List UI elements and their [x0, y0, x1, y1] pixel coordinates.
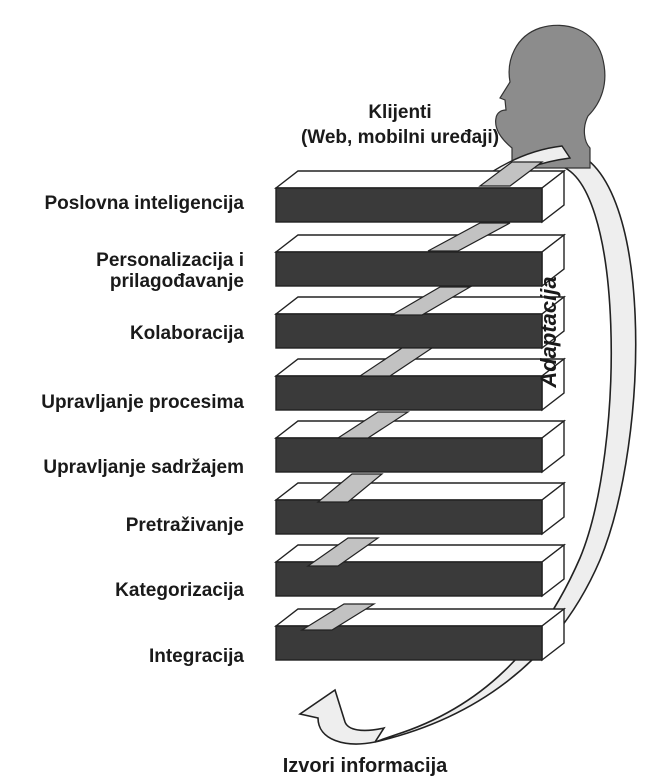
layer-slab-front	[276, 562, 542, 596]
layer-slab	[276, 235, 564, 286]
clients-title-line2: (Web, mobilni uređaji)	[250, 125, 550, 150]
adaptation-label: Adaptacija	[535, 232, 563, 432]
layer-label-personalization-line1: Personalizacija i	[0, 250, 244, 271]
layer-label-personalization-line2: prilagođavanje	[0, 271, 244, 292]
layer-slab-top	[276, 359, 564, 376]
layer-slab-front	[276, 376, 542, 410]
sources-label: Izvori informacija	[230, 754, 500, 778]
layer-slab	[276, 359, 564, 410]
layer-slab-top	[276, 235, 564, 252]
layer-slab-top	[276, 483, 564, 500]
clients-title: Klijenti (Web, mobilni uređaji)	[250, 100, 550, 150]
layer-slab	[276, 421, 564, 472]
return-arrow	[300, 690, 384, 744]
layer-label-collaboration: Kolaboracija	[0, 323, 244, 345]
layer-slab	[276, 545, 564, 596]
layer-slab-top	[276, 421, 564, 438]
layer-slab-front	[276, 188, 542, 222]
layer-label-business-intelligence: Poslovna inteligencija	[0, 193, 244, 215]
layer-label-search: Pretraživanje	[0, 515, 244, 537]
layer-slab	[276, 609, 564, 660]
layer-slab-front	[276, 626, 542, 660]
layer-slab-front	[276, 314, 542, 348]
layer-label-integration: Integracija	[0, 646, 244, 668]
layer-label-categorization: Kategorizacija	[0, 580, 244, 602]
layer-slab	[276, 483, 564, 534]
layer-slab-front	[276, 252, 542, 286]
layer-label-process-management: Upravljanje procesima	[0, 392, 244, 414]
layer-label-personalization: Personalizacija i prilagođavanje	[0, 250, 244, 292]
layer-label-content-management: Upravljanje sadržajem	[0, 457, 244, 479]
layer-slab-front	[276, 500, 542, 534]
clients-title-line1: Klijenti	[250, 100, 550, 125]
layer-slab-front	[276, 438, 542, 472]
